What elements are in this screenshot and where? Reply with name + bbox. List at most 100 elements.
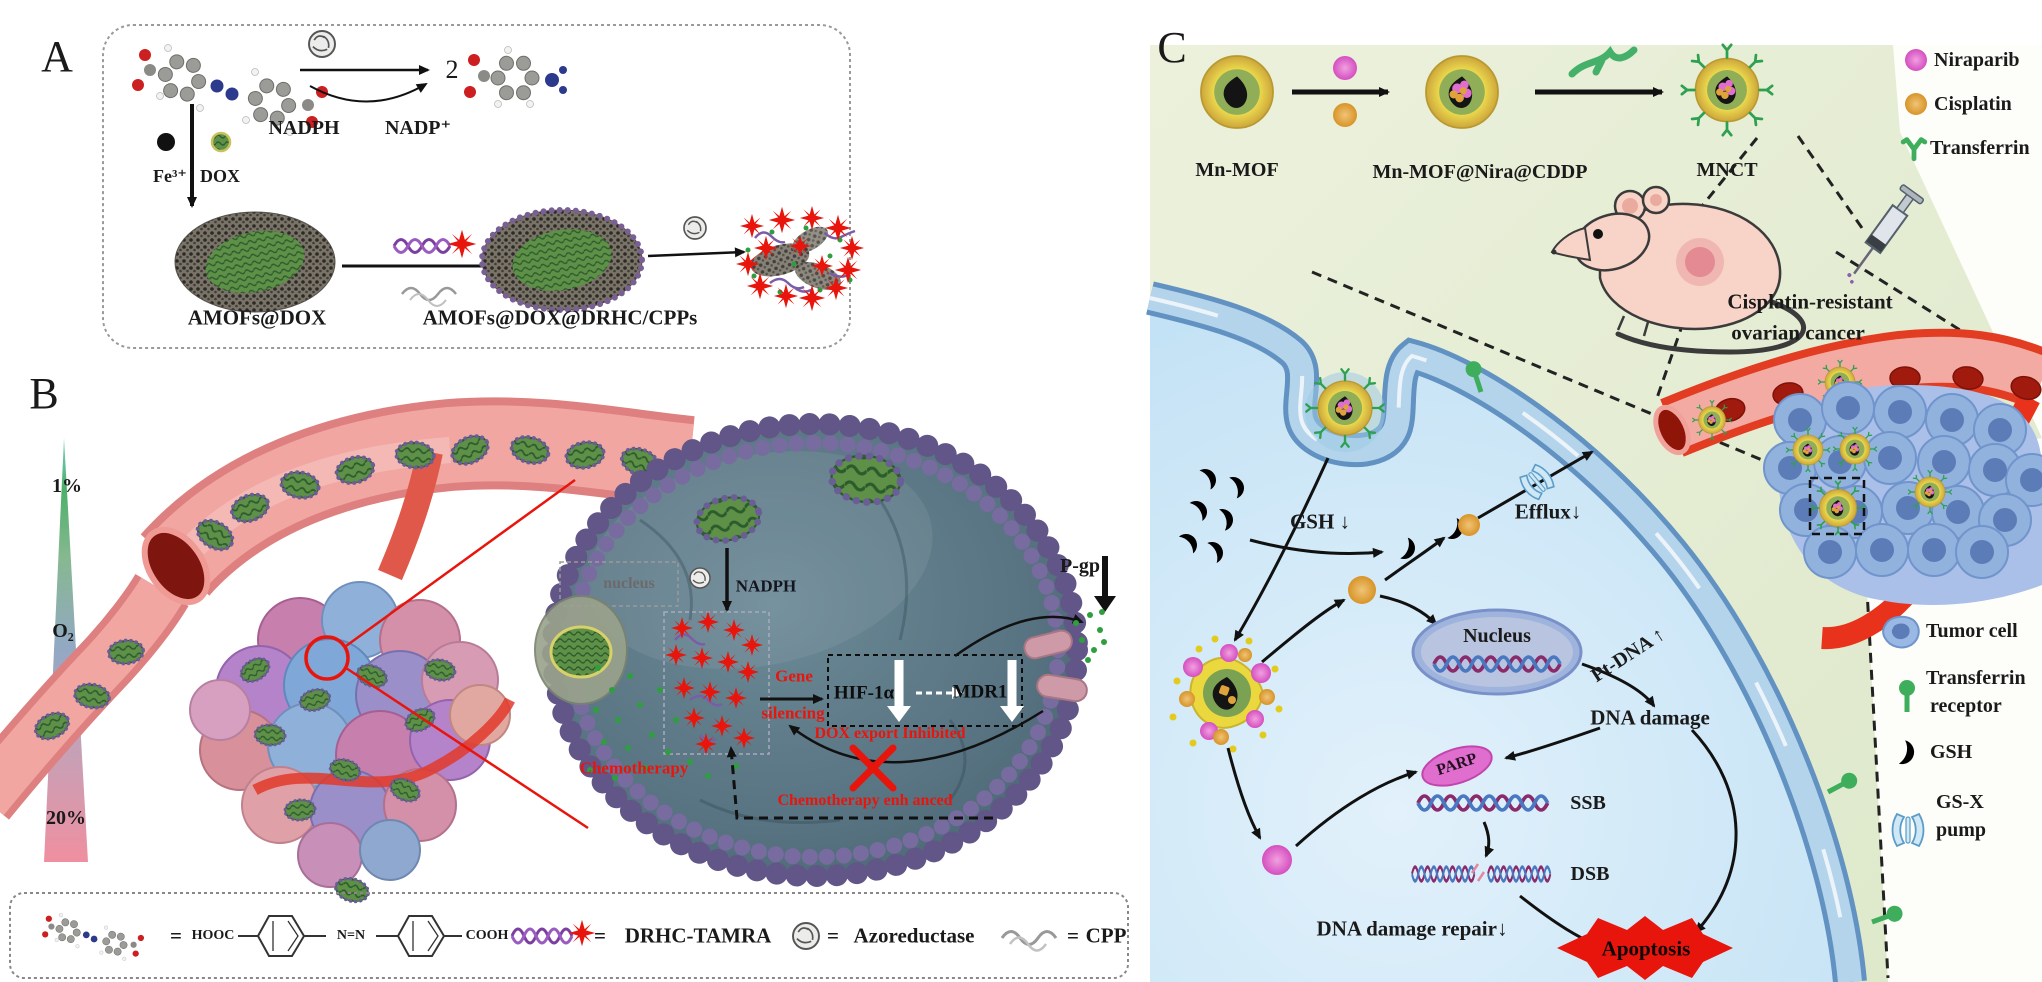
mn-mof-full-label: Mn-MOF@Nira@CDDP	[1372, 161, 1588, 183]
dox-label: DOX	[200, 166, 240, 186]
dsb-label: DSB	[1570, 863, 1610, 885]
panel-a-border	[102, 24, 851, 349]
dna-repair-label: DNA damage repair↓	[1316, 916, 1508, 941]
azo-molecule-icon	[132, 44, 328, 136]
chemo-enhanced-label: Chemotherapy enh anced	[777, 792, 953, 809]
cisplatin-resistant-label: Cisplatin-resistant	[1727, 289, 1893, 314]
efflux-arrow	[1477, 450, 1594, 520]
panel-b	[0, 397, 1116, 907]
dsb-dna	[1410, 863, 1553, 883]
niraparib-label: Niraparib	[1934, 49, 2020, 71]
panel-c-label: C	[1157, 23, 1187, 72]
zoom-annotation	[304, 478, 589, 830]
degradation-arrow	[647, 247, 746, 258]
nucleus-c-label: Nucleus	[1463, 625, 1531, 647]
niraparib-ball	[1333, 56, 1357, 80]
released-cisplatin	[1348, 576, 1376, 604]
dox-icon	[210, 131, 232, 153]
drhc-tamra-label: DRHC-TAMRA	[624, 923, 772, 948]
azoreductase-icon	[689, 567, 711, 589]
blocked-cross-icon	[849, 744, 897, 792]
degrading-mof-particle	[1169, 635, 1283, 753]
azoreductase-icon	[683, 216, 707, 240]
panel-b-label: B	[29, 369, 59, 418]
chemotherapy-label: Chemotherapy	[579, 758, 689, 778]
cisplatin-legend-icon	[1905, 93, 1927, 115]
exported-dox	[1073, 609, 1107, 663]
cpp-icon	[1000, 930, 1058, 952]
nucleus-organelle	[1411, 608, 1583, 696]
cpp-label: CPP	[1085, 923, 1127, 948]
dna-damage-label: DNA damage	[1590, 705, 1710, 730]
ssb-label: SSB	[1570, 792, 1606, 814]
gsh-down-label: GSH ↓	[1289, 509, 1351, 534]
pgp-pump	[1036, 673, 1088, 703]
mn-mof-particle	[1200, 55, 1274, 129]
amofs-dox-particle	[174, 211, 336, 313]
panel-c	[1146, 45, 2042, 982]
nucleus-label: nucleus	[603, 575, 655, 592]
gsx-pump-label-2: pump	[1936, 819, 1987, 841]
hif-label: HIF-1α	[833, 682, 895, 704]
hooc-label: HOOC	[191, 928, 235, 943]
hif-mdr1-box	[827, 654, 1023, 727]
mnct-label: MNCT	[1696, 159, 1758, 181]
niraparib-legend-icon	[1905, 49, 1927, 71]
pgp-down-arrow	[1094, 556, 1116, 612]
cell-interior	[534, 453, 1116, 820]
tumor-cells-cluster	[1763, 381, 2042, 605]
oxygen-label: O₂	[52, 620, 74, 642]
amofs-full-label: AMOFs@DOX@DRHC/CPPs	[422, 305, 698, 330]
amofs-full-particle	[479, 207, 645, 313]
cpp-squiggle-icon	[401, 286, 457, 307]
nadph-label-b: NADPH	[735, 576, 797, 596]
mdr1-down-arrow	[1000, 660, 1024, 722]
parp-oval	[1421, 745, 1493, 787]
efflux-label: Efflux↓	[1514, 499, 1582, 524]
mn-mof-label: Mn-MOF	[1195, 159, 1279, 181]
fe-ion-icon	[157, 133, 175, 151]
normoxia-label: 20%	[46, 807, 86, 829]
apoptosis-burst	[1557, 916, 1733, 980]
nadph-curve-arrow	[309, 82, 428, 103]
disassembled-particle	[735, 205, 865, 312]
cisplatin-ball	[1333, 103, 1357, 127]
nadp-label: NADP⁺	[384, 117, 452, 139]
cell-membrane	[1146, 281, 1867, 982]
apoptosis-label: Apoptosis	[1601, 936, 1691, 961]
pgp-pump	[1023, 629, 1073, 660]
cisplatin-label: Cisplatin	[1934, 93, 2012, 115]
mouse	[1550, 185, 1806, 355]
panel-a	[102, 24, 865, 349]
mdr1-label: MDR1	[952, 681, 1008, 703]
silencing-label: silencing	[761, 703, 825, 723]
released-niraparib	[1262, 845, 1292, 875]
drhc-tamra-icon	[510, 919, 596, 947]
pgp-arc-arrow	[954, 614, 1084, 658]
structural-formula	[238, 915, 462, 957]
transferrin-ligand-icon	[1568, 45, 1638, 78]
gsx-pump-label-1: GS-X	[1936, 791, 1984, 813]
equals-sign: =	[594, 923, 606, 948]
mn-mof-nira-cddp-particle	[1426, 56, 1498, 128]
sirna-strands	[674, 633, 723, 742]
panel-b-legend	[9, 892, 1129, 979]
tumor-cell-enlarged	[542, 413, 1088, 887]
dox-export-label: DOX export Inhibited	[814, 725, 966, 742]
gene-label: Gene	[775, 666, 813, 686]
equals-sign: =	[170, 923, 182, 948]
dox-molecules	[587, 665, 739, 781]
transferrin-receptor-label-1: Transferrin	[1926, 667, 2026, 689]
azo-bond-label: N=N	[336, 928, 366, 943]
nanoparticle-in-nucleus	[549, 625, 613, 679]
transferrin-receptor-label-2: receptor	[1930, 695, 2002, 717]
equals-sign: =	[827, 923, 839, 948]
stoichiometry-coefficient: 2	[445, 55, 459, 84]
drhc-helix-icon	[392, 229, 477, 259]
azoreductase-icon	[792, 922, 820, 950]
azoreductase-label: Azoreductase	[853, 923, 975, 948]
pgp-label: P-gp	[1060, 555, 1100, 577]
dox-export-arc	[788, 709, 1044, 764]
